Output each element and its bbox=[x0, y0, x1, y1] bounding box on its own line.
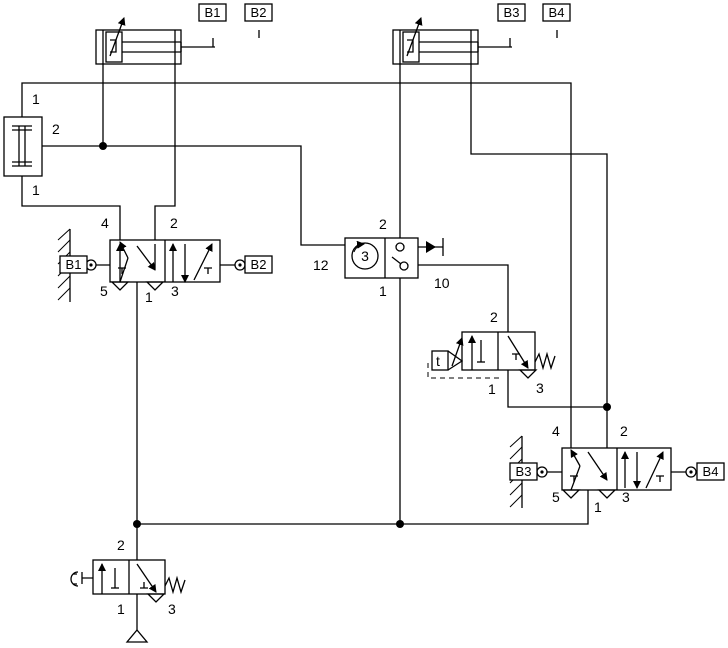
sensor-box-b3-valve: B3 bbox=[509, 462, 538, 481]
svg-text:5: 5 bbox=[100, 283, 108, 299]
svg-text:B2: B2 bbox=[251, 257, 267, 272]
svg-text:4: 4 bbox=[101, 215, 109, 231]
sensor-box-b1-valve: B1 bbox=[59, 255, 88, 274]
svg-text:1: 1 bbox=[488, 381, 496, 397]
cylinder-right bbox=[392, 17, 512, 65]
svg-text:2: 2 bbox=[117, 537, 125, 553]
svg-text:2: 2 bbox=[52, 121, 60, 137]
svg-text:B3: B3 bbox=[516, 464, 532, 479]
svg-text:10: 10 bbox=[434, 275, 450, 291]
svg-text:3: 3 bbox=[361, 248, 369, 264]
svg-text:B2: B2 bbox=[251, 5, 267, 20]
svg-text:4: 4 bbox=[552, 423, 560, 439]
svg-text:3: 3 bbox=[171, 283, 179, 299]
svg-text:2: 2 bbox=[379, 216, 387, 232]
sensor-box-b3-top: B3 bbox=[497, 3, 526, 22]
svg-text:2: 2 bbox=[170, 215, 178, 231]
svg-text:1: 1 bbox=[117, 601, 125, 617]
svg-text:5: 5 bbox=[552, 489, 560, 505]
svg-text:t: t bbox=[436, 353, 440, 369]
sensor-box-b4-valve: B4 bbox=[696, 462, 725, 481]
junction-dots bbox=[99, 142, 611, 528]
svg-text:3: 3 bbox=[168, 601, 176, 617]
svg-text:2: 2 bbox=[490, 309, 498, 325]
sensor-box-b4-top: B4 bbox=[542, 3, 571, 22]
cylinder-left bbox=[95, 17, 215, 65]
directional-valve-left: 4 2 5 1 3 bbox=[57, 215, 246, 305]
directional-valve-right: 4 2 5 1 3 bbox=[509, 423, 697, 515]
svg-text:B3: B3 bbox=[504, 5, 520, 20]
svg-text:2: 2 bbox=[620, 423, 628, 439]
svg-text:1: 1 bbox=[379, 283, 387, 299]
pipe-network bbox=[21, 64, 608, 560]
sensor-box-b2-top: B2 bbox=[244, 3, 273, 22]
svg-text:B1: B1 bbox=[66, 257, 82, 272]
svg-text:B4: B4 bbox=[549, 5, 565, 20]
timer-valve: t 2 1 3 bbox=[427, 309, 556, 397]
svg-text:3: 3 bbox=[536, 380, 544, 396]
svg-text:12: 12 bbox=[313, 257, 329, 273]
svg-text:B4: B4 bbox=[703, 464, 719, 479]
svg-text:3: 3 bbox=[622, 489, 630, 505]
svg-text:1: 1 bbox=[594, 499, 602, 515]
svg-text:1: 1 bbox=[32, 182, 40, 198]
start-valve: 2 1 3 bbox=[70, 537, 186, 643]
sensor-box-b1-top: B1 bbox=[198, 3, 227, 22]
twin-pressure-valve: 1 2 1 bbox=[3, 91, 60, 198]
counter-valve: 3 2 12 10 1 bbox=[313, 216, 450, 299]
svg-text:B1: B1 bbox=[205, 5, 221, 20]
sensor-box-b2-valve: B2 bbox=[244, 255, 273, 274]
svg-text:1: 1 bbox=[145, 289, 153, 305]
svg-text:1: 1 bbox=[32, 91, 40, 107]
